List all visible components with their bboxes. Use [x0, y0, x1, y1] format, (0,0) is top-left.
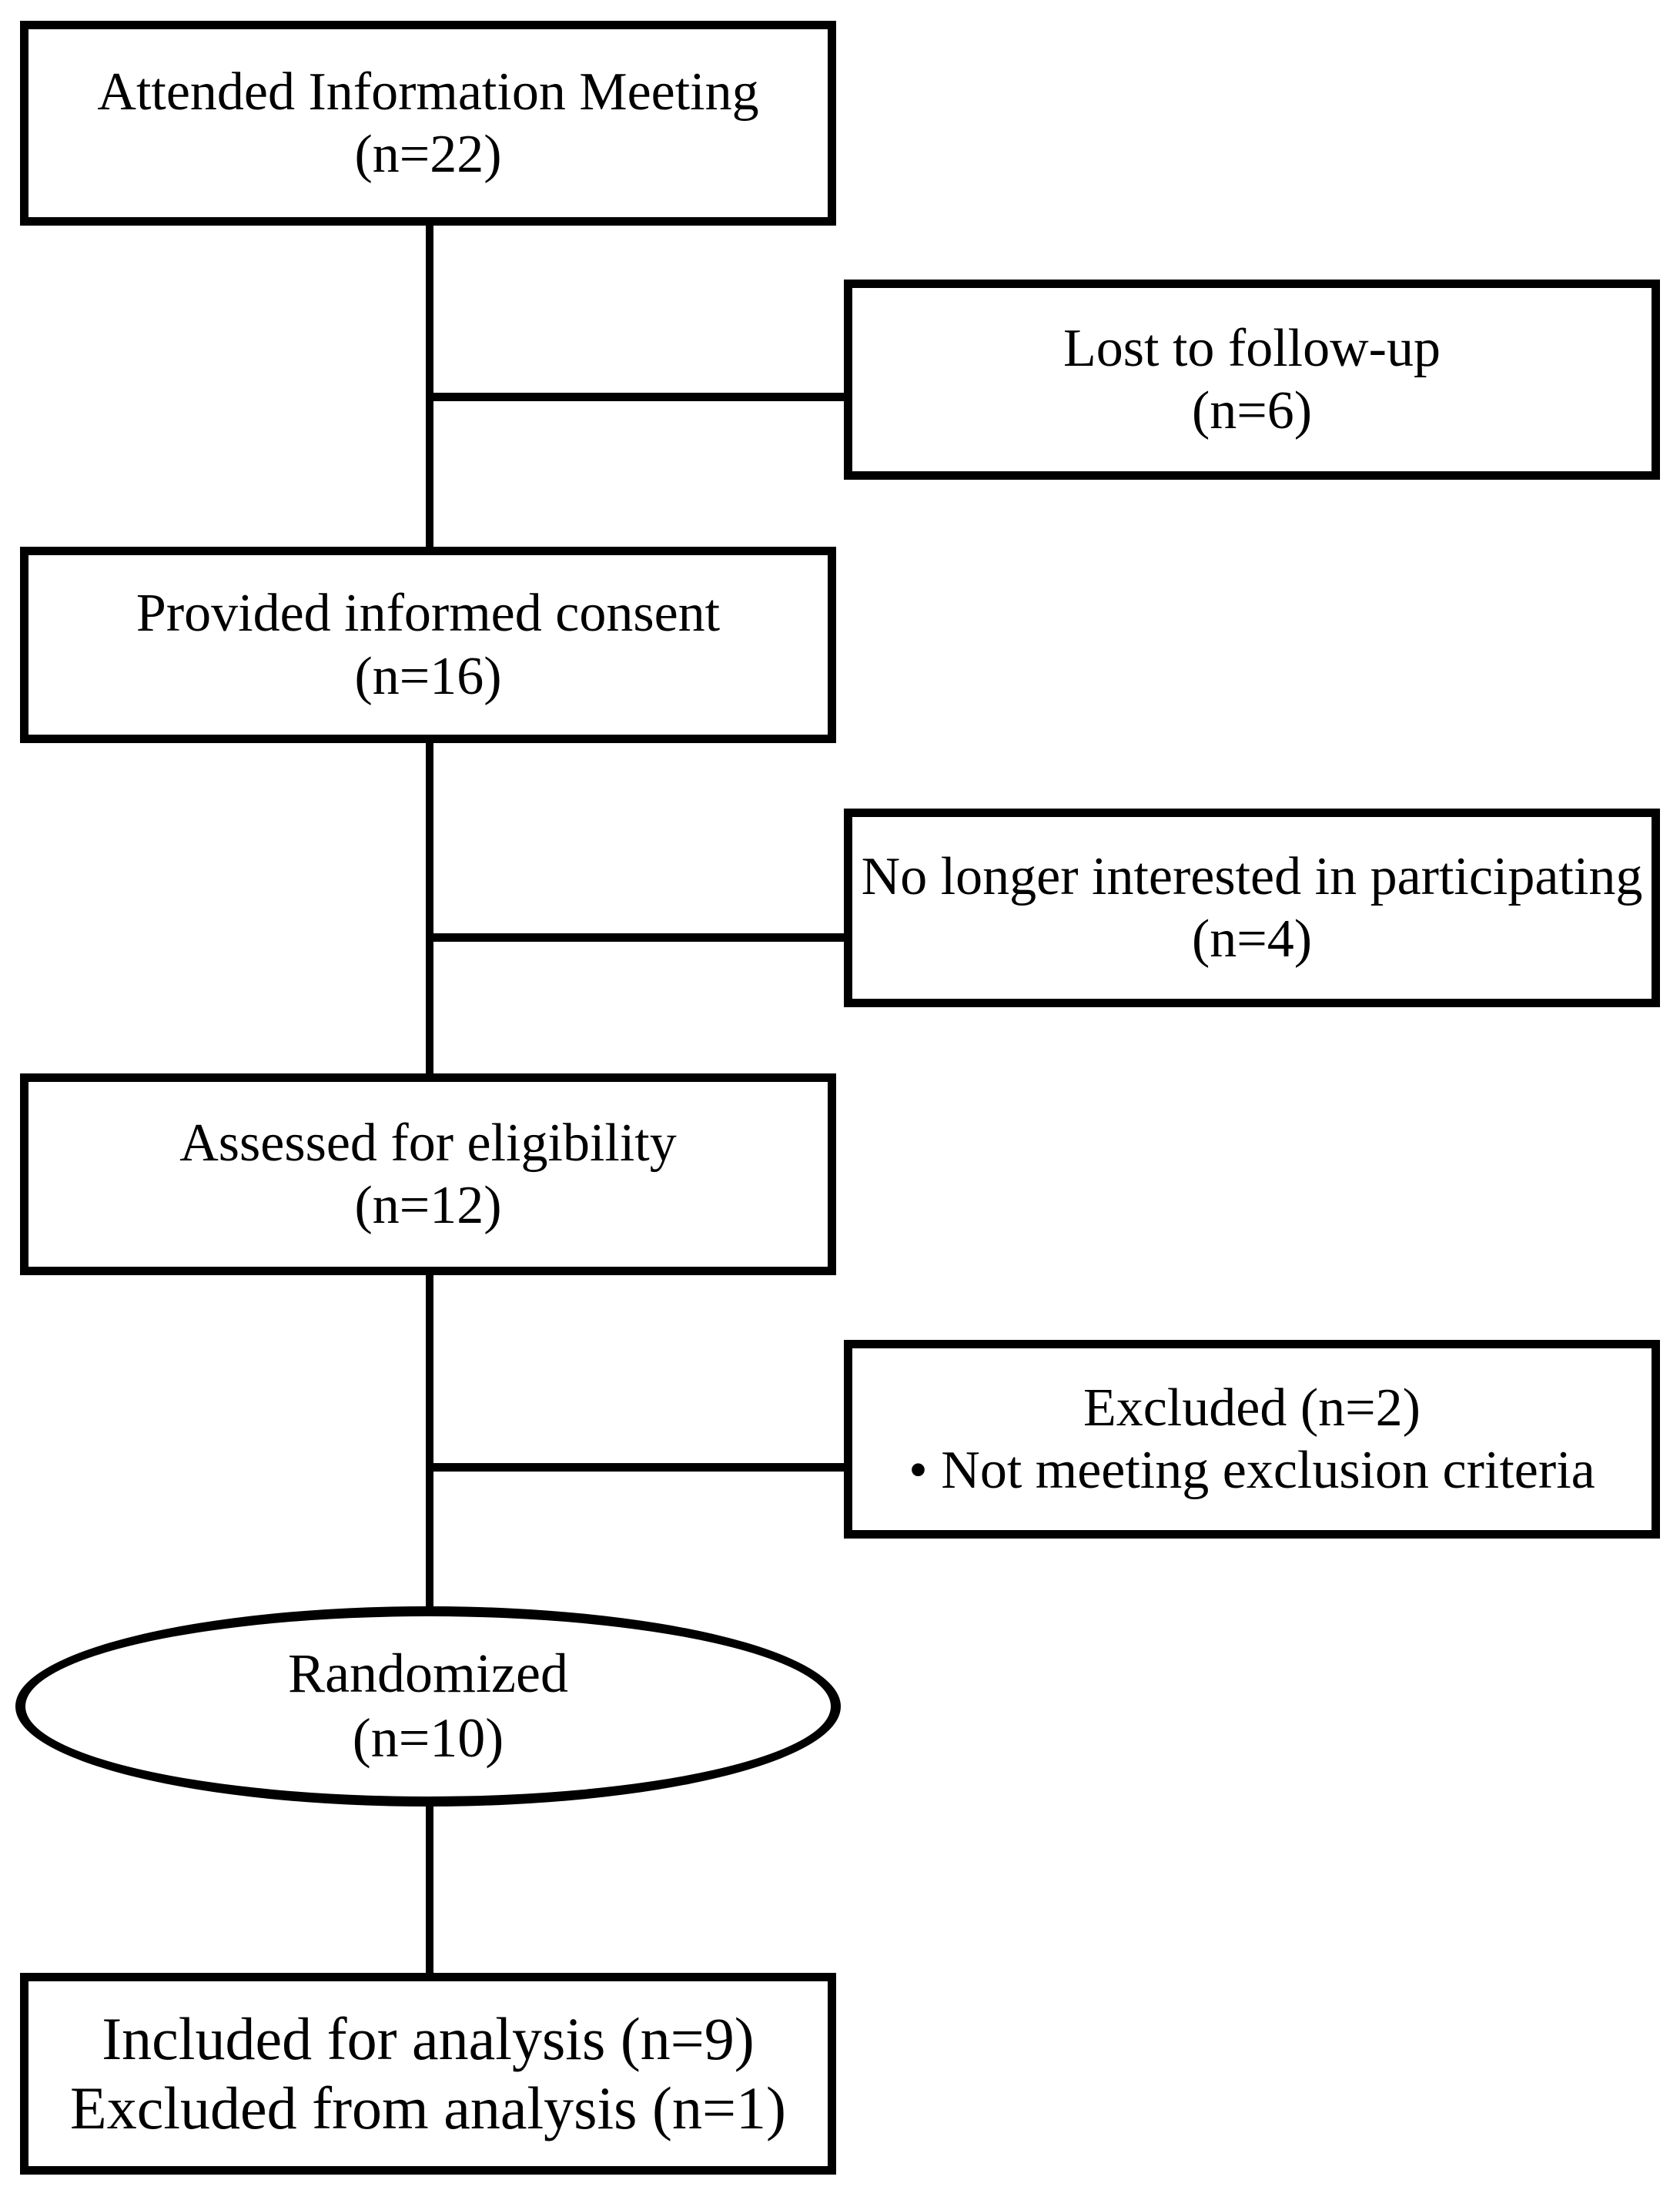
node-excluded-label: Excluded (n=2) [1083, 1378, 1421, 1438]
node-analysis-included-label: Included for analysis (n=9) [102, 2004, 755, 2072]
node-assessed-for-eligibility: Assessed for eligibility (n=12) [20, 1073, 836, 1275]
node-excluded-reason: • Not meeting exclusion criteria [909, 1441, 1595, 1500]
connector-branch-no-longer-interested [430, 933, 844, 942]
node-randomized-count: (n=10) [352, 1707, 504, 1769]
node-nolonger-count: (n=4) [1191, 909, 1313, 969]
node-assessed-count: (n=12) [354, 1176, 502, 1235]
node-analysis-excluded-label: Excluded from analysis (n=1) [70, 2074, 786, 2141]
node-no-longer-interested: No longer interested in participating (n… [844, 809, 1660, 1007]
connector-branch-excluded [430, 1463, 844, 1472]
node-randomized-label: Randomized [288, 1642, 568, 1705]
node-excluded: Excluded (n=2) • Not meeting exclusion c… [844, 1340, 1660, 1539]
node-attended-label: Attended Information Meeting [97, 62, 759, 122]
node-nolonger-label: No longer interested in participating [861, 846, 1643, 906]
node-lost-count: (n=6) [1191, 381, 1313, 440]
node-lost-label: Lost to follow-up [1063, 318, 1441, 378]
node-randomized-ellipse: Randomized (n=10) [15, 1606, 841, 1807]
connector-assessed-to-randomized [426, 1275, 433, 1606]
connector-consent-to-assessed [426, 743, 433, 1073]
node-lost-to-follow-up: Lost to follow-up (n=6) [844, 280, 1660, 480]
node-provided-informed-consent: Provided informed consent (n=16) [20, 547, 836, 743]
node-analysis: Included for analysis (n=9) Excluded fro… [20, 1973, 836, 2175]
connector-attended-to-consent [426, 226, 433, 547]
node-attended-information-meeting: Attended Information Meeting (n=22) [20, 21, 836, 226]
node-assessed-label: Assessed for eligibility [179, 1113, 677, 1173]
connector-randomized-to-analysis [426, 1807, 433, 1973]
connector-branch-lost-to-follow-up [430, 393, 844, 401]
node-consent-count: (n=16) [354, 646, 502, 706]
node-attended-count: (n=22) [354, 125, 502, 184]
node-consent-label: Provided informed consent [136, 584, 721, 644]
